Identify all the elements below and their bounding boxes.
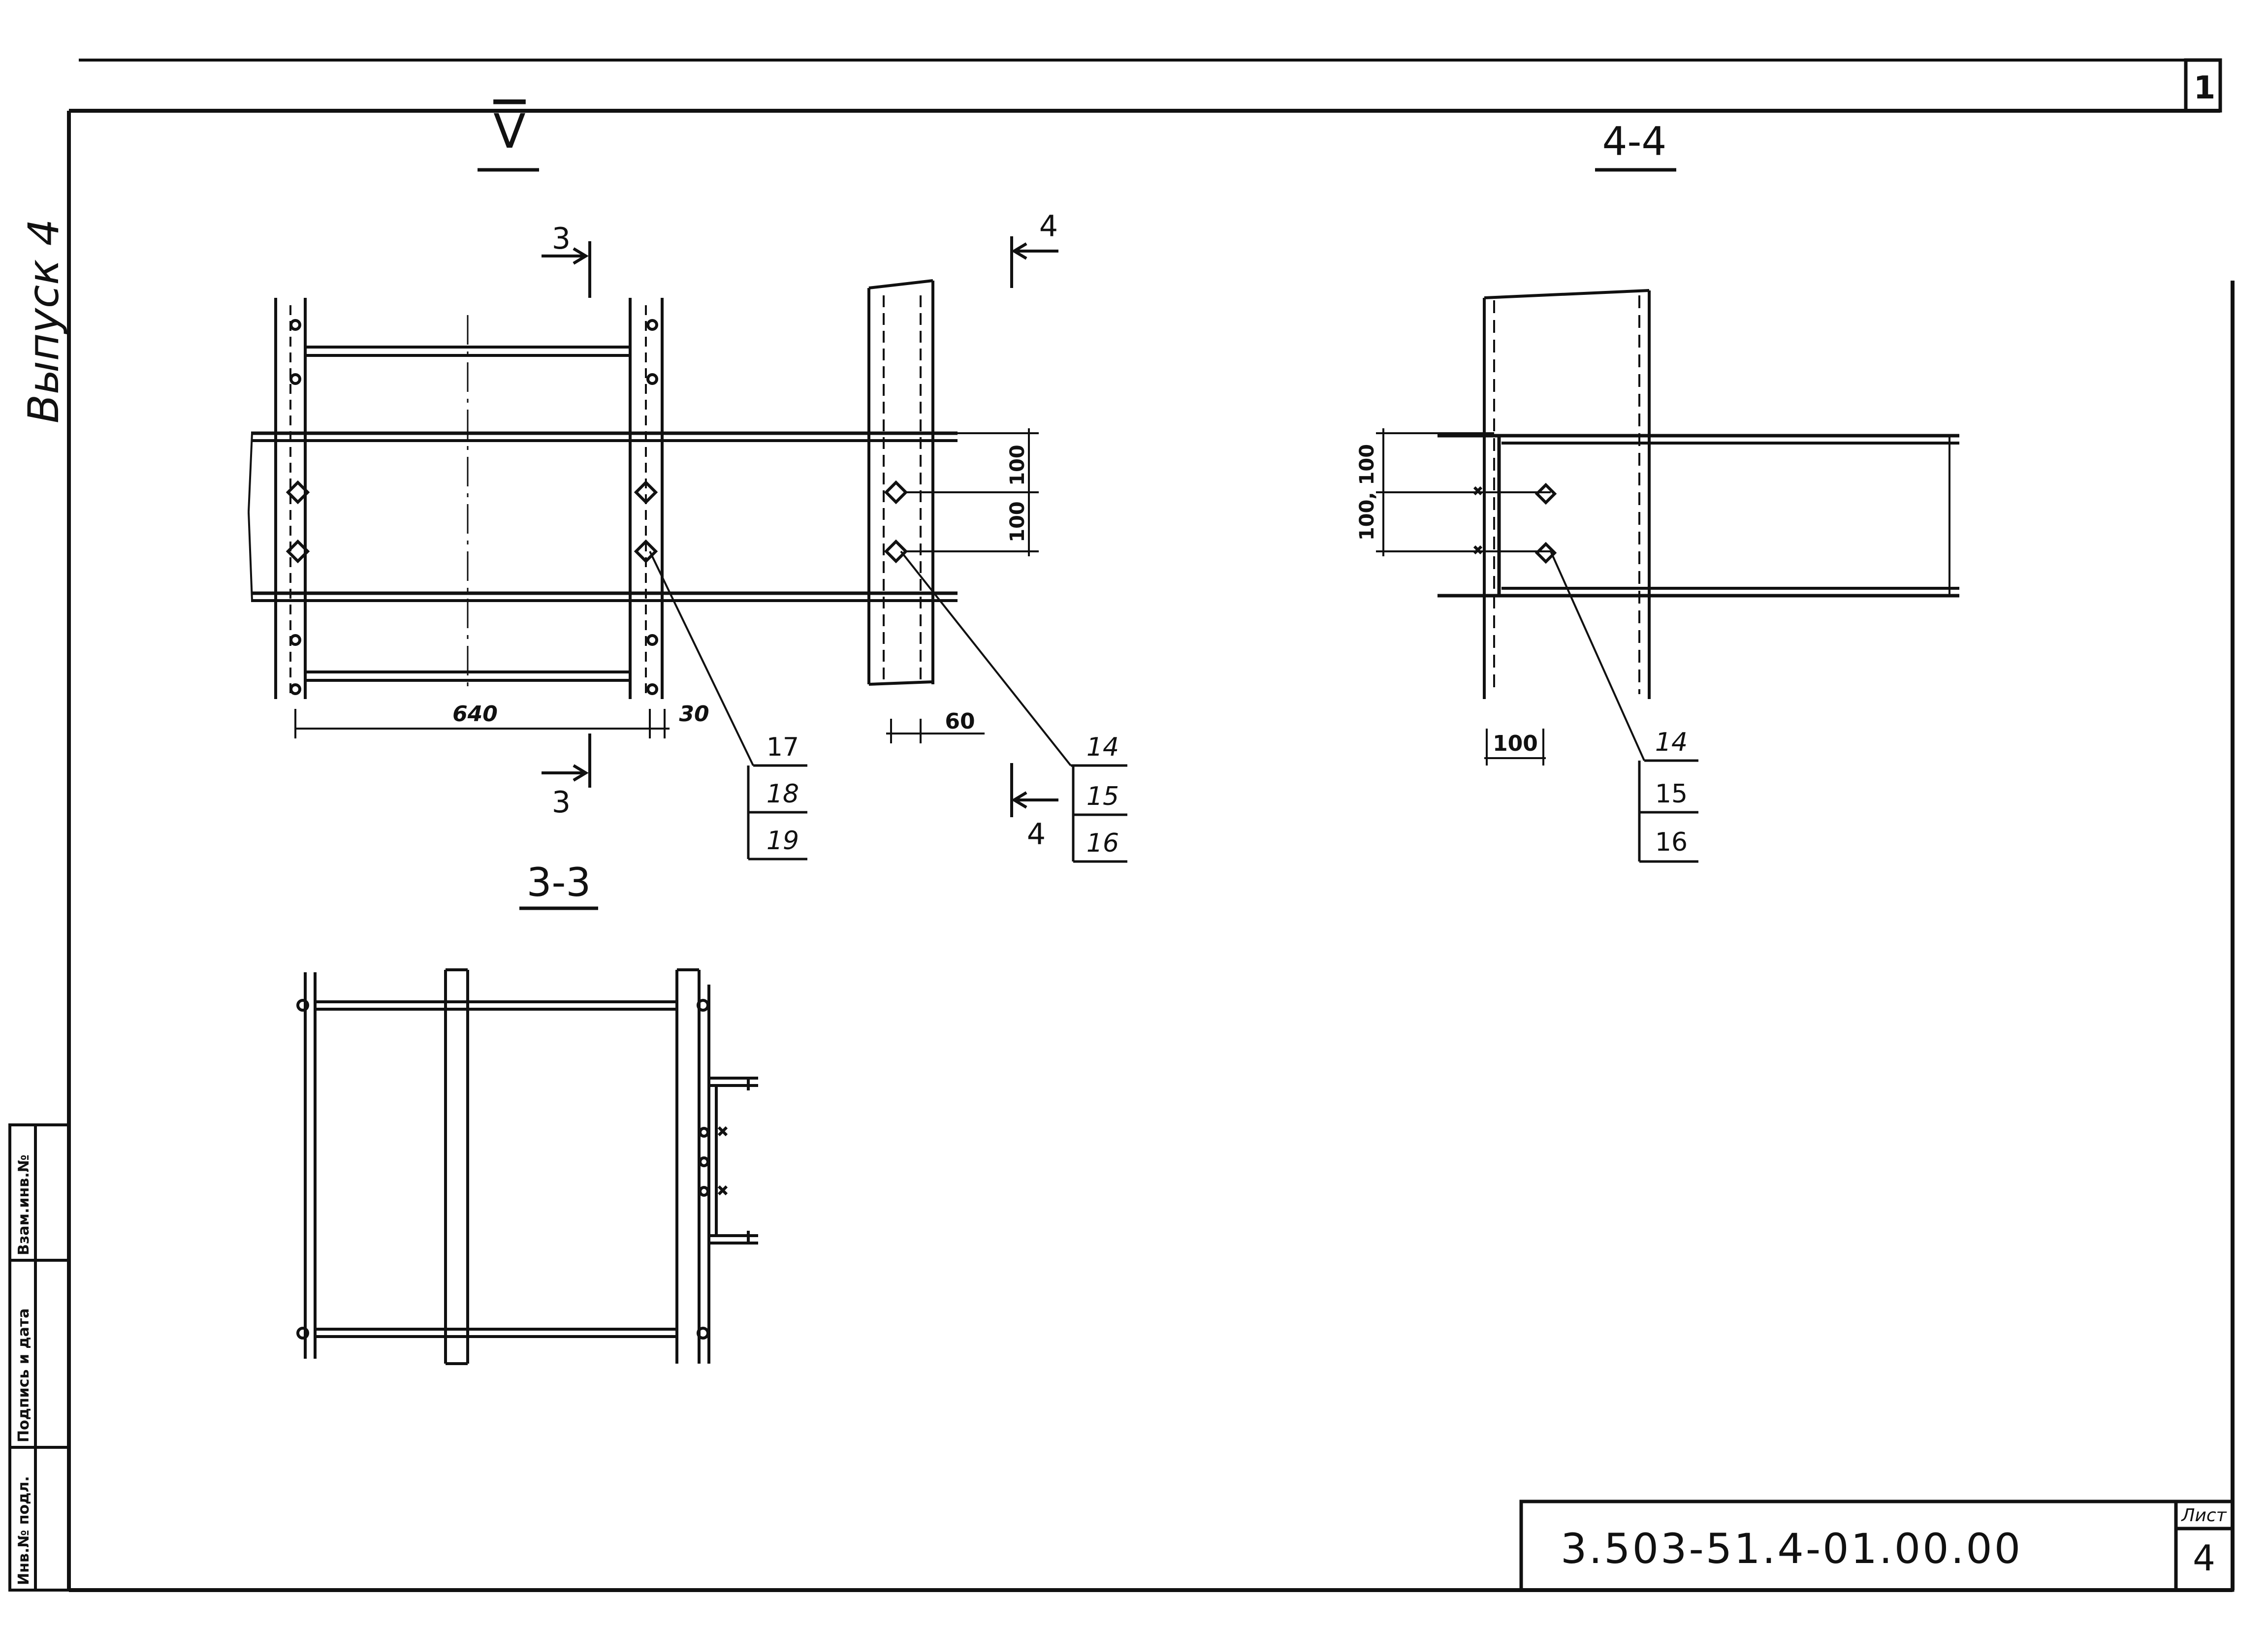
view-3-3-geometry (296, 968, 758, 1365)
side-stamp (8, 1123, 70, 1592)
callout-a-1: 17 (767, 733, 799, 762)
designation-code: 3.503-51.4-01.00.00 (1561, 1525, 2022, 1573)
section-mark-4-bottom: 4 (1027, 817, 1046, 852)
view-4-4-title: 4-4 (1602, 119, 1667, 164)
corner-number-box (2184, 58, 2222, 113)
view-v-title: V (493, 104, 526, 159)
series-label: Выпуск 4 (19, 219, 68, 423)
callout-a-2: 18 (767, 779, 799, 809)
callout-c-3: 16 (1655, 828, 1688, 857)
corner-number: 1 (2194, 70, 2216, 106)
sheet-label: Лист (2180, 1505, 2227, 1526)
section-mark-4-top: 4 (1039, 209, 1058, 244)
dim-4-4-pitch: 100, 100 (1356, 444, 1378, 541)
callouts-group-b: 14 15 16 (1086, 733, 1119, 858)
view-3-3-title: 3-3 (527, 860, 591, 905)
section-cut-4 (1010, 236, 1058, 817)
view-4-4-geometry (1376, 289, 1959, 863)
stamp-inventory-label: Инв.№ подл. (15, 1476, 32, 1585)
sheet-frame (67, 58, 2235, 1592)
sheet-number: 4 (2193, 1537, 2215, 1579)
dim-main-edge: 30 (679, 702, 709, 727)
section-mark-3-bottom: 3 (552, 785, 571, 820)
dim-4-4-edge: 100 (1493, 731, 1538, 756)
dim-post-upper: 100 (1006, 445, 1029, 486)
title-block (1519, 1500, 2235, 1592)
callout-b-2: 15 (1086, 782, 1119, 811)
callouts-group-c: 14 15 16 (1655, 728, 1688, 857)
section-cut-3 (542, 241, 591, 788)
section-mark-3-top: 3 (552, 222, 571, 256)
callout-c-1: 14 (1655, 728, 1688, 757)
view-v-geometry (248, 298, 958, 861)
stamp-replace-label: Взам.инв.№ (15, 1154, 32, 1255)
callout-a-3: 19 (767, 826, 799, 856)
callout-b-3: 16 (1086, 829, 1119, 858)
stamp-signature-label: Подпись и дата (15, 1309, 32, 1442)
post-detail (867, 279, 1127, 863)
dim-post-lower: 100 (1006, 501, 1029, 543)
callout-b-1: 14 (1086, 733, 1119, 762)
callout-c-2: 15 (1655, 779, 1688, 809)
dim-post-edge: 60 (945, 709, 975, 734)
callouts-group-a: 17 18 19 (767, 733, 799, 856)
dim-main-width: 640 (452, 702, 498, 727)
